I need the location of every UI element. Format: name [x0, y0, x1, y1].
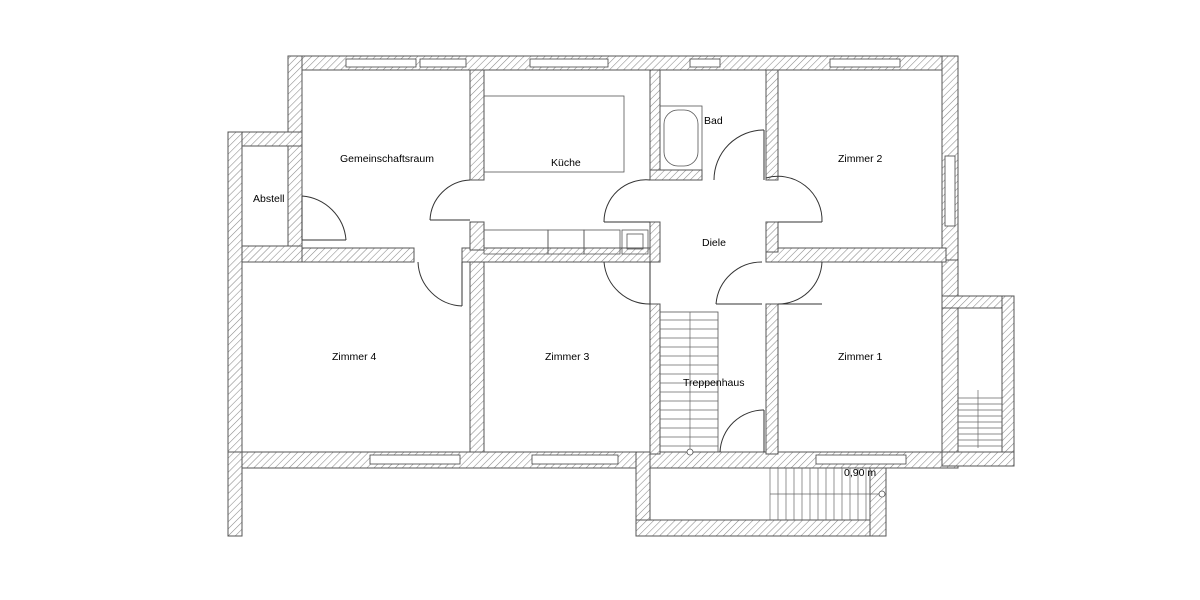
door-swing — [429, 179, 471, 221]
wall-z4-z3 — [469, 261, 485, 453]
wall-z3-right — [649, 303, 661, 455]
kitchen-counter-top — [483, 95, 625, 173]
room-label-diele: Diele — [702, 237, 726, 249]
bathtub-frame — [659, 105, 703, 171]
window — [369, 454, 461, 465]
window — [529, 58, 609, 68]
room-label-bad: Bad — [704, 115, 723, 127]
stairs-entry — [769, 468, 886, 520]
room-label-zimmer-2: Zimmer 2 — [838, 153, 882, 165]
door-swing — [603, 179, 651, 223]
window — [815, 454, 907, 465]
room-labels: Gemeinschaftsraum Küche Bad Zimmer 2 Abs… — [253, 115, 882, 479]
wall-mid-right — [765, 247, 947, 263]
door-swing — [715, 261, 763, 305]
wall-left-bottom — [227, 451, 243, 537]
kitchen-cabinet — [583, 229, 621, 255]
door-swing — [603, 261, 651, 305]
wall-bad-left — [649, 69, 661, 181]
room-label-treppenhaus: Treppenhaus — [683, 377, 745, 389]
interior-walls — [241, 69, 947, 455]
windows — [345, 58, 956, 465]
wall-balcony-bottom — [941, 451, 1015, 467]
door-swing — [719, 409, 765, 453]
wall-gem-kueche-lower — [469, 221, 485, 251]
wall-annex-right — [869, 467, 887, 537]
kitchen-sink — [621, 229, 649, 255]
wall-gem-kueche — [469, 69, 485, 181]
stair-start-marker — [878, 490, 886, 498]
wall-kueche-right — [649, 221, 661, 263]
stairs-treppenhaus — [659, 311, 719, 456]
room-label-kueche: Küche — [551, 157, 581, 169]
kitchen-sink-basin — [626, 233, 644, 250]
window — [531, 454, 619, 465]
door-swing — [301, 195, 347, 241]
room-label-zimmer-4: Zimmer 4 — [332, 351, 376, 363]
kitchen-fixtures — [483, 95, 649, 255]
door-swing — [765, 175, 823, 223]
wall-z2-left — [765, 221, 779, 253]
wall-balcony-right — [1001, 295, 1015, 467]
door-swing — [713, 129, 765, 181]
room-label-abstell: Abstell — [253, 193, 285, 205]
window — [419, 58, 467, 68]
stair-start-marker — [686, 448, 694, 456]
door-swing — [417, 261, 463, 307]
bathtub — [659, 105, 703, 171]
wall-right-lower — [941, 259, 959, 469]
window — [689, 58, 721, 68]
window — [944, 155, 956, 227]
window — [829, 58, 901, 68]
door-swing — [777, 261, 823, 305]
wall-z1-left — [765, 303, 779, 455]
doors — [301, 129, 823, 453]
wall-annex-bottom — [635, 519, 887, 537]
wall-left-upper — [287, 55, 303, 247]
room-label-gemeinschaftsraum: Gemeinschaftsraum — [340, 153, 434, 165]
dimension-label: 0,90 m — [844, 467, 876, 479]
wall-bad-right — [765, 69, 779, 181]
bathtub-inner — [663, 109, 699, 167]
room-label-zimmer-1: Zimmer 1 — [838, 351, 882, 363]
wall-abstell-bottom — [241, 245, 303, 263]
stairs-balcony — [958, 390, 1002, 448]
wall-bad-bottom — [649, 169, 703, 181]
window — [345, 58, 417, 68]
room-label-zimmer-3: Zimmer 3 — [545, 351, 589, 363]
